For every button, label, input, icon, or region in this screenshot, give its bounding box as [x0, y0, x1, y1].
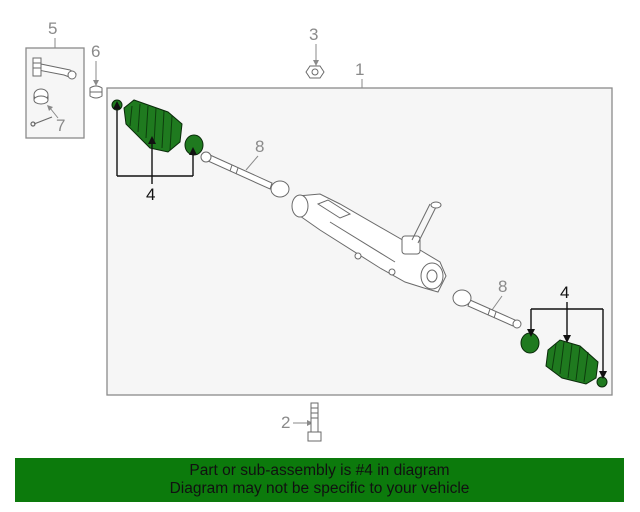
inner-tie-rod-left-part-8 — [200, 151, 290, 198]
dust-boot-part-7 — [33, 88, 49, 105]
banner-line-2: Diagram may not be specific to your vehi… — [169, 480, 470, 497]
callout-4-right-leaders — [530, 302, 604, 374]
rack-housing-part-1 — [291, 193, 447, 293]
callout-8-right: 8 — [498, 277, 507, 296]
callout-4-left-arrowheads — [113, 101, 197, 155]
banner-line-1: Part or sub-assembly is #4 in diagram — [189, 462, 450, 479]
callout-5: 5 — [48, 19, 57, 38]
callout-1: 1 — [355, 60, 364, 79]
bolt-part-2 — [307, 402, 322, 442]
callout-6: 6 — [91, 42, 100, 61]
callout-3: 3 — [309, 25, 318, 44]
leader-arrowheads — [47, 60, 319, 426]
nut-part-3 — [305, 65, 325, 79]
steering-gear-diagram: 1 2 3 4 4 5 6 7 8 8 — [25, 19, 613, 442]
callout-4-right: 4 — [560, 283, 569, 302]
callout-2: 2 — [281, 413, 290, 432]
cotter-pin-part-7 — [30, 116, 53, 127]
callout-4-left: 4 — [146, 185, 155, 204]
info-banner: Part or sub-assembly is #4 in diagram Di… — [15, 458, 624, 502]
callout-4-left-leaders — [116, 107, 194, 184]
tie-rod-end-part-5 — [32, 57, 77, 80]
leader-lines — [49, 38, 503, 424]
callout-8-left: 8 — [255, 137, 264, 156]
callout-7: 7 — [56, 116, 65, 135]
inner-tie-rod-right-part-8 — [452, 289, 522, 329]
callout-4-right-arrowheads — [527, 329, 607, 379]
nut-part-6 — [89, 85, 103, 99]
